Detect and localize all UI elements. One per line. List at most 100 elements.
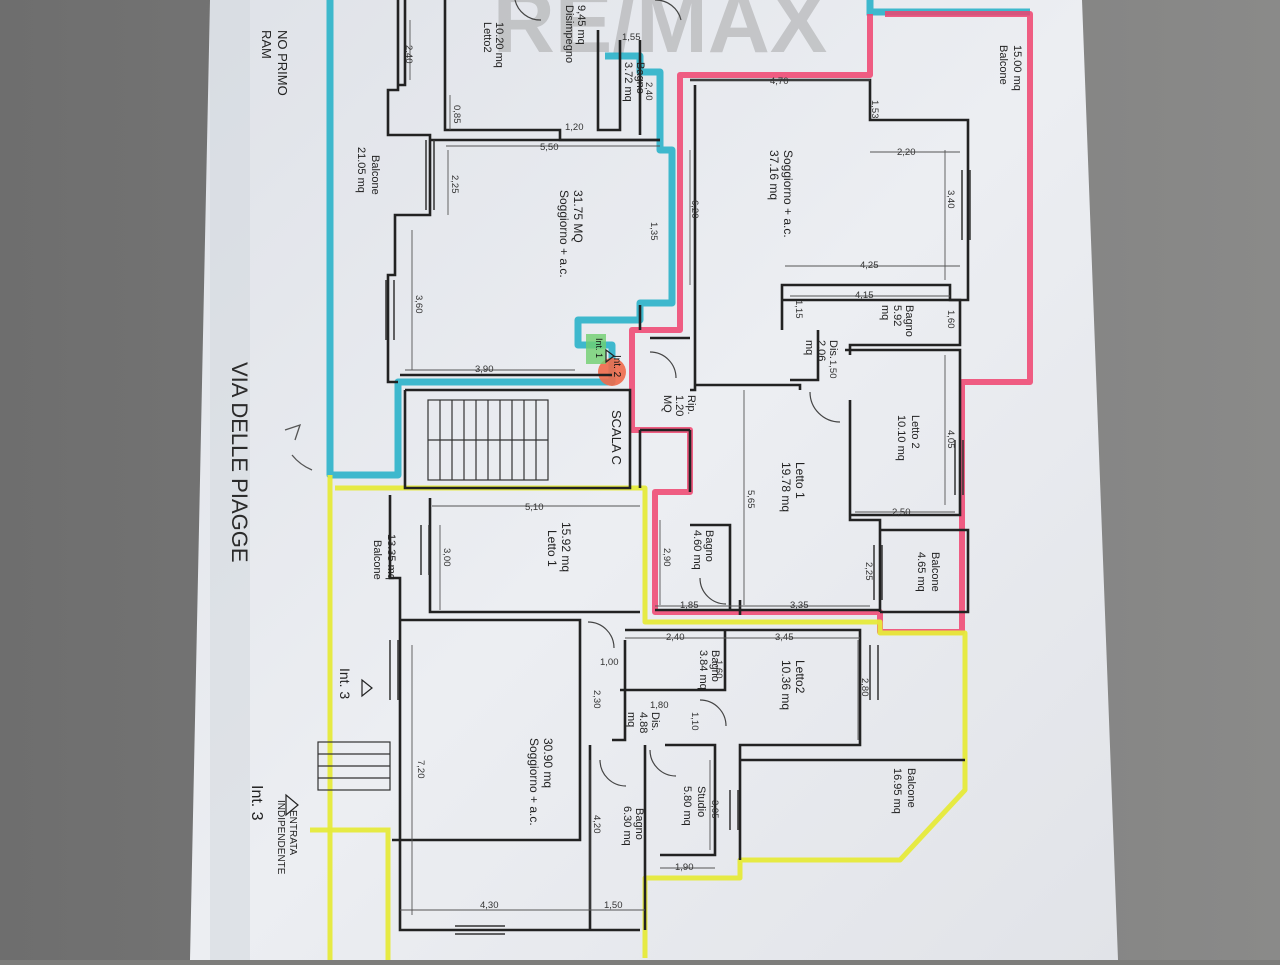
- header-floor-text: NO PRIMO: [275, 30, 290, 96]
- dimension-label: 5,10: [525, 502, 544, 513]
- dimension-label: 4,15: [855, 290, 874, 301]
- room-bagno-b2-name: Bagno: [703, 530, 715, 562]
- room-balcone-a-area: 21.05 mq: [355, 147, 367, 193]
- dimension-label: 2,50: [892, 507, 911, 518]
- dimension-label: 1,55: [622, 32, 641, 43]
- dimension-label: 1,00: [600, 657, 619, 668]
- dimension-label: 3,05: [709, 800, 720, 819]
- room-soggiorno-a-area: 31.75 MQ: [571, 190, 585, 243]
- room-dis-b-unit: mq: [803, 340, 815, 355]
- room-bagno-b2-area: 4.60 mq: [691, 530, 703, 570]
- dimension-label: 1,53: [869, 100, 880, 119]
- unit-int2-label: Int. 2: [611, 355, 622, 378]
- dimension-label: 3,35: [790, 600, 809, 611]
- walls: [386, 0, 970, 932]
- room-dis-b-name: Dis.: [827, 340, 839, 359]
- room-bagno-c-area: 3.84 mq: [697, 650, 709, 690]
- room-studio-c-area: 5.80 mq: [681, 786, 693, 826]
- room-bagno-b-unit: mq: [879, 305, 891, 320]
- stair-treads: [317, 399, 549, 791]
- dimension-label: 0,85: [451, 105, 462, 124]
- dimension-label: 3,45: [775, 632, 794, 643]
- dimension-label: 1,50: [827, 360, 838, 379]
- dimension-label: 3,00: [441, 548, 452, 567]
- room-dis-c-name: Dis.: [649, 712, 661, 731]
- dimension-label: 3,90: [475, 364, 494, 375]
- room-balcone-c-area: 4.65 mq: [915, 552, 927, 592]
- watermark-text: RE/MAX: [493, 0, 827, 71]
- paper-sheet: [190, 0, 1118, 960]
- dimension-label: 2,40: [403, 45, 414, 64]
- room-bagno-a-name: Bagno: [634, 62, 646, 94]
- dimension-label: 2,25: [863, 562, 874, 581]
- room-soggiorno-b-area: 37.16 mq: [767, 150, 781, 200]
- dimension-label: 6,20: [689, 200, 700, 219]
- room-balcone-c-name: Balcone: [929, 552, 941, 592]
- room-soggiorno-b-name: Soggiorno + a.c.: [781, 150, 795, 238]
- dimension-lines: [400, 20, 960, 915]
- dimension-label: 4,70: [770, 76, 789, 87]
- dimension-label: 1,50: [604, 900, 623, 911]
- room-bagno-a-area: 3.72 mq: [622, 62, 634, 102]
- room-balcone-b-area: 15.00 mq: [1011, 45, 1023, 91]
- room-soggiorno-a-name: Soggiorno + a.c.: [557, 190, 571, 278]
- dimension-label: 2,80: [859, 678, 870, 697]
- paper-shadow: [210, 0, 250, 960]
- unit-int3-entrance-outline: [310, 827, 391, 960]
- room-dis-c-area: 4.88: [637, 712, 649, 733]
- room-rip-b-name: Rip.: [685, 395, 697, 415]
- dimension-label: 7,20: [415, 760, 426, 779]
- room-letto2-b-name: Letto 2: [909, 415, 921, 449]
- int1-marker-blob: [586, 334, 606, 364]
- dimension-label: 2,90: [661, 548, 672, 567]
- room-soggiorno-c-area: 30.90 mq: [541, 738, 555, 788]
- dimension-label: 1,85: [680, 600, 699, 611]
- int2-marker-blob: [598, 358, 626, 386]
- dimension-label: 2,25: [449, 175, 460, 194]
- door-arcs: [514, 0, 841, 787]
- dimension-label: 2,40: [666, 632, 685, 643]
- unit-int2-outline: [629, 11, 1033, 635]
- dimension-label: 1,20: [565, 122, 584, 133]
- room-letto2-a-area: 10.20 mq: [493, 22, 505, 68]
- stair-label: SCALA C: [609, 410, 624, 465]
- room-balcone-d-area: 13.35 mq: [385, 534, 397, 580]
- dimension-label: 3,60: [413, 295, 424, 314]
- room-balcone-d-name: Balcone: [371, 540, 383, 580]
- room-letto2-c-area: 10.36 mq: [779, 660, 793, 710]
- dimension-labels: 2,401,552,400,851,205,502,251,353,603,90…: [403, 32, 956, 911]
- dimension-label: 1,80: [650, 700, 669, 711]
- room-studio-c-name: Studio: [695, 786, 707, 817]
- dimension-label: 1,35: [648, 222, 659, 241]
- warning-icon-int2: [605, 348, 615, 364]
- room-balcone-e-name: Balcone: [905, 768, 917, 808]
- room-letto2-b-area: 10.10 mq: [895, 415, 907, 461]
- room-letto1-c-name: Letto 1: [545, 530, 559, 567]
- room-bagno-c-name: Bagno: [709, 650, 721, 682]
- room-letto1-c-area: 15.92 mq: [559, 522, 573, 572]
- room-letto2-a-name: Letto2: [481, 22, 493, 53]
- room-letto1-b-name: Letto 1: [793, 462, 807, 499]
- dimension-label: 4,30: [480, 900, 499, 911]
- unit-int3-outline: [335, 485, 968, 958]
- dimension-label: 4,20: [591, 815, 602, 834]
- dimension-label: 4,05: [945, 430, 956, 449]
- dimension-label: 4,25: [860, 260, 879, 271]
- room-disimpegno-area: 9,45 mq: [575, 5, 587, 45]
- unit-int3-label: Int. 3: [337, 668, 353, 699]
- room-balcone-a-name: Balcone: [369, 155, 381, 195]
- dimension-label: 1,10: [689, 712, 700, 731]
- room-balcone-e-area: 16.95 mq: [891, 768, 903, 814]
- dimension-label: 1,90: [675, 862, 694, 873]
- room-balcone-b-name: Balcone: [997, 45, 1009, 85]
- dimension-label: 2,30: [591, 690, 602, 709]
- room-dis-c-unit: mq: [625, 712, 637, 727]
- room-rip-b-area: 1.20: [673, 395, 685, 416]
- dimension-label: 1,15: [793, 300, 804, 319]
- room-rip-b-unit: MQ: [661, 395, 673, 413]
- unit-int3-label-top: Int. 3: [248, 785, 265, 821]
- room-letto1-b-area: 19.78 mq: [779, 462, 793, 512]
- room-bagno-c2-name: Bagno: [633, 808, 645, 840]
